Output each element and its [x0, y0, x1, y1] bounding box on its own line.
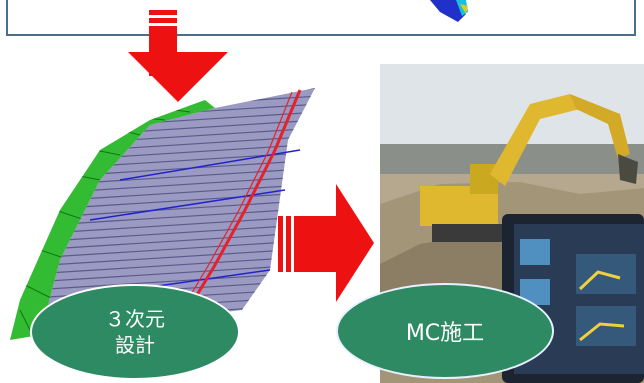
mc-construction-text: MC施工 — [405, 321, 485, 346]
3d-design-label: ３次元 設計 — [30, 284, 240, 380]
top-panel-frame — [6, 0, 636, 36]
3d-design-text: ３次元 設計 — [105, 307, 165, 357]
excavator-photo — [380, 64, 644, 383]
red-down-arrow-icon — [128, 10, 228, 102]
top-panel-image-fragment — [430, 0, 468, 22]
mc-construction-label: MC施工 — [336, 283, 554, 379]
red-right-arrow-icon — [278, 184, 374, 302]
